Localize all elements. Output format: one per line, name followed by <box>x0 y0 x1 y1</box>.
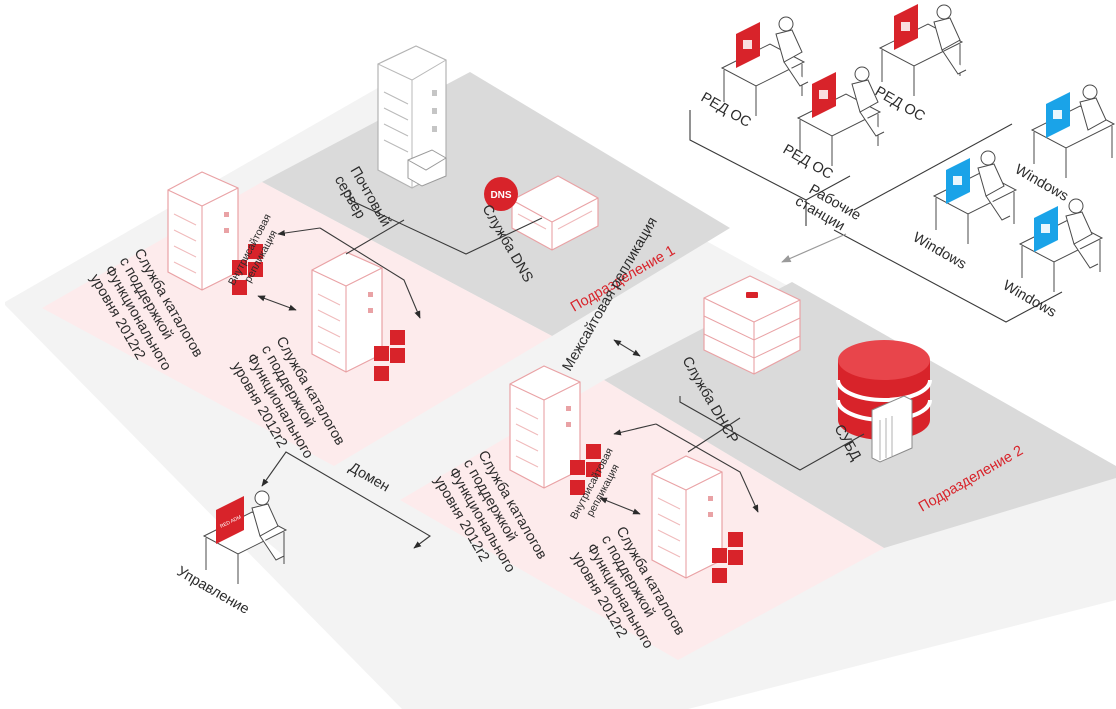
dns-badge <box>484 177 518 211</box>
workstation-windows-2 <box>932 150 1018 244</box>
folder-icon <box>871 395 913 463</box>
red-cubes-icon <box>570 444 601 495</box>
directory-server-1 <box>167 171 263 295</box>
windows-label-1: Windows <box>1012 162 1071 205</box>
windows-label-3: Windows <box>1000 278 1059 321</box>
red-os-label-1: РЕД ОС <box>698 90 754 131</box>
management-label: Управление <box>174 564 252 618</box>
workstation-windows-1 <box>1030 84 1116 178</box>
workstation-red-os-2 <box>796 66 885 166</box>
windows-label-2: Windows <box>910 230 969 273</box>
directory-server-4 <box>651 455 743 583</box>
red-os-label-2: РЕД ОС <box>780 142 836 183</box>
dhcp-server <box>703 275 801 375</box>
red-cubes-icon <box>712 532 743 583</box>
red-cubes-icon <box>232 244 263 295</box>
dns-server: DNS <box>484 175 599 251</box>
directory-server-3 <box>509 365 601 495</box>
connection-lines <box>345 110 1063 471</box>
workstation-red-os-1 <box>720 16 809 116</box>
dns-badge-text: DNS <box>490 190 511 201</box>
dbms-database <box>836 340 932 463</box>
envelope-icon <box>407 149 447 187</box>
management-workstation: RED ADM <box>202 490 288 584</box>
directory-server-2 <box>311 251 405 381</box>
workstation-windows-3 <box>1018 198 1104 292</box>
red-os-label-3: РЕД ОС <box>872 84 928 125</box>
replication-arrows <box>257 227 759 549</box>
red-cubes-icon <box>374 330 405 381</box>
mail-server <box>377 45 447 189</box>
workstation-red-os-3 <box>878 4 967 96</box>
admin-monitor-icon <box>216 496 244 544</box>
